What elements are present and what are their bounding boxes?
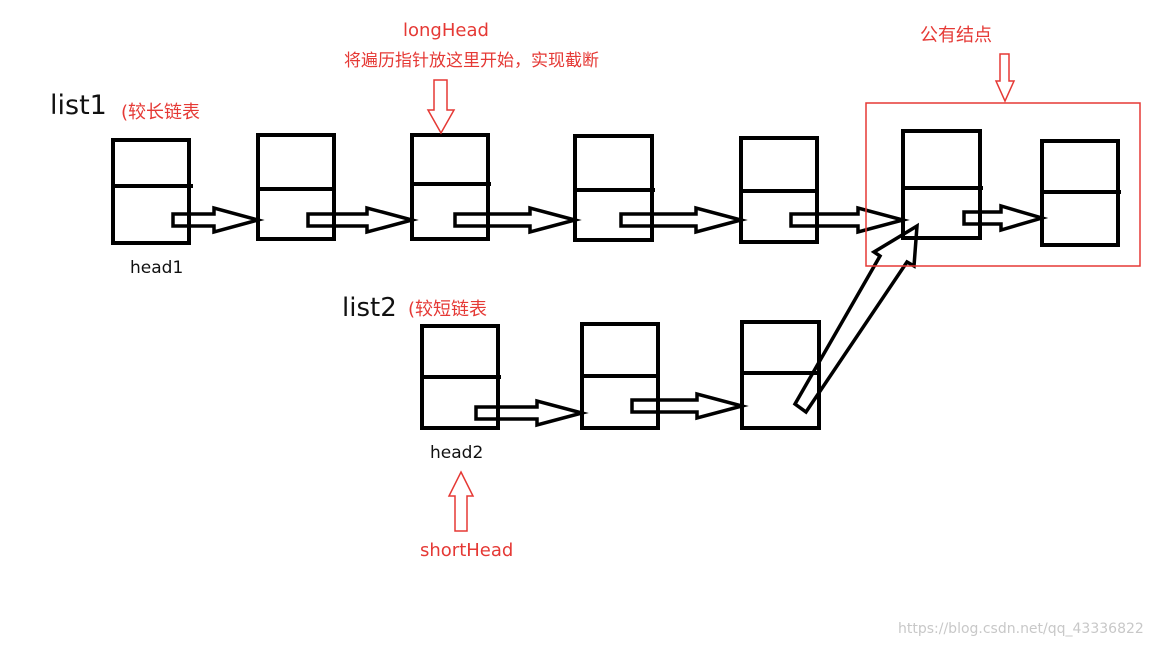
merge-arrow (792, 222, 919, 415)
common-node-1 (901, 129, 983, 240)
arrow-l2-1-2 (474, 398, 589, 428)
list1-label: list1 (50, 90, 107, 121)
list1-node-4 (573, 134, 655, 242)
list1-node-1 (111, 138, 193, 245)
list2-nodes (420, 320, 821, 430)
list2-label: list2 (342, 293, 397, 323)
short-head-label: shortHead (420, 540, 514, 561)
list2-node-3 (740, 320, 821, 430)
arrow-3-4 (453, 205, 582, 235)
list1-nodes (111, 129, 1121, 247)
long-head-pointer-icon (426, 79, 456, 135)
list2-node-1 (420, 324, 501, 430)
arrow-4-5 (619, 205, 748, 235)
long-head-note: 将遍历指针放这里开始，实现截断 (344, 51, 599, 71)
list1-next-arrows (171, 203, 1049, 235)
head1-label: head1 (130, 258, 184, 278)
common-node-pointer-icon (994, 53, 1016, 103)
arrow-1-2 (171, 205, 265, 235)
head2-label: head2 (430, 443, 484, 463)
short-head-pointer-icon (447, 470, 475, 532)
arrow-l2-2-3 (630, 391, 749, 421)
list2-next-arrows (474, 391, 749, 428)
list1-node-2 (256, 133, 336, 241)
long-head-label: longHead (403, 20, 489, 41)
list1-node-5 (739, 136, 819, 244)
list2-note: (较短链表 (408, 299, 488, 320)
arrow-5-6 (789, 205, 910, 235)
list1-note: (较长链表 (121, 102, 201, 123)
arrow-2-3 (306, 205, 419, 235)
common-nodes-box (865, 102, 1141, 267)
list1-node-3 (410, 133, 491, 241)
arrow-6-7 (962, 203, 1049, 233)
watermark: https://blog.csdn.net/qq_43336822 (898, 621, 1144, 637)
common-node-2 (1040, 139, 1121, 247)
common-node-label: 公有结点 (920, 25, 992, 46)
list2-node-2 (580, 322, 660, 430)
